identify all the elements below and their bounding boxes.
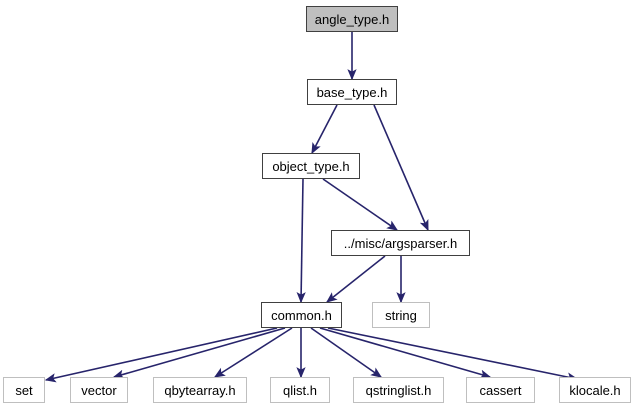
node-cassert[interactable]: cassert	[466, 377, 535, 403]
node-misc-argsparser-h[interactable]: ../misc/argsparser.h	[331, 230, 470, 256]
node-qstringlist-h[interactable]: qstringlist.h	[353, 377, 444, 403]
node-label: qbytearray.h	[164, 382, 236, 398]
edge-object_type-to-common	[296, 178, 306, 304]
node-angle-type-h[interactable]: angle_type.h	[306, 6, 398, 32]
node-common-h[interactable]: common.h	[261, 302, 342, 328]
edge-common-to-qstringlist	[310, 327, 383, 378]
node-qbytearray-h[interactable]: qbytearray.h	[153, 377, 247, 403]
node-label: angle_type.h	[314, 11, 390, 27]
edge-common-to-set	[44, 327, 278, 383]
edge-common-to-klocale	[327, 327, 579, 382]
node-label: ../misc/argsparser.h	[343, 235, 458, 251]
node-klocale-h[interactable]: klocale.h	[559, 377, 631, 403]
node-label: cassert	[479, 382, 522, 398]
node-qlist-h[interactable]: qlist.h	[270, 377, 330, 403]
edge-common-to-qbytearray	[213, 327, 293, 378]
edge-object_type-to-argsparser	[322, 178, 399, 231]
node-label: qlist.h	[283, 382, 317, 398]
node-label: set	[15, 382, 33, 398]
node-vector[interactable]: vector	[70, 377, 128, 403]
node-label: vector	[81, 382, 117, 398]
edge-argsparser-to-common	[325, 255, 386, 303]
edges-group	[44, 32, 579, 383]
node-label: qstringlist.h	[365, 382, 432, 398]
edge-base_type-to-argsparser	[373, 104, 429, 232]
node-label: common.h	[271, 307, 332, 323]
node-label: object_type.h	[272, 158, 350, 174]
edge-common-to-cassert	[319, 327, 492, 379]
node-string[interactable]: string	[372, 302, 430, 328]
edge-common-to-vector	[112, 327, 286, 379]
node-set[interactable]: set	[3, 377, 45, 403]
node-label: base_type.h	[316, 84, 388, 100]
edge-base_type-to-object_type	[311, 104, 338, 155]
node-base-type-h[interactable]: base_type.h	[307, 79, 397, 105]
node-label: string	[385, 307, 417, 323]
node-object-type-h[interactable]: object_type.h	[262, 153, 360, 179]
node-label: klocale.h	[569, 382, 621, 398]
